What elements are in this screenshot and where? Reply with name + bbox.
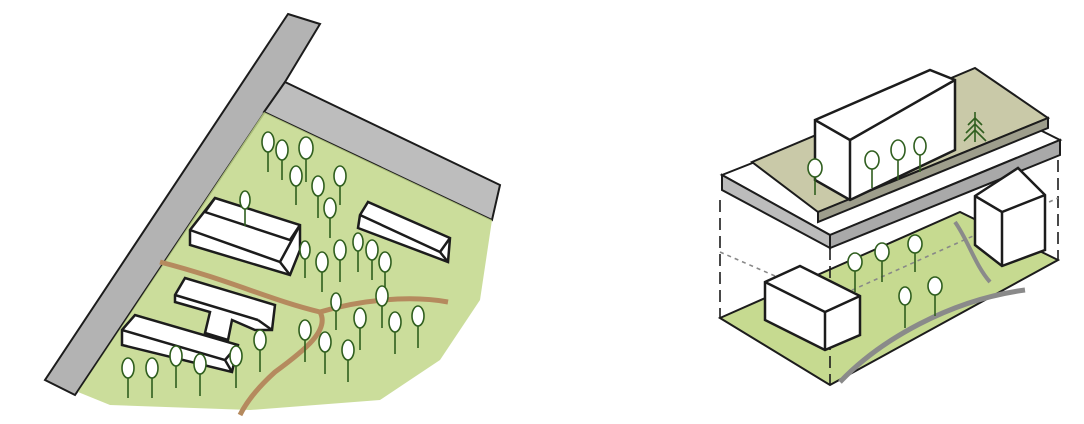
site-plan-sketch [45,14,500,415]
stacked-layers-sketch [720,68,1060,385]
